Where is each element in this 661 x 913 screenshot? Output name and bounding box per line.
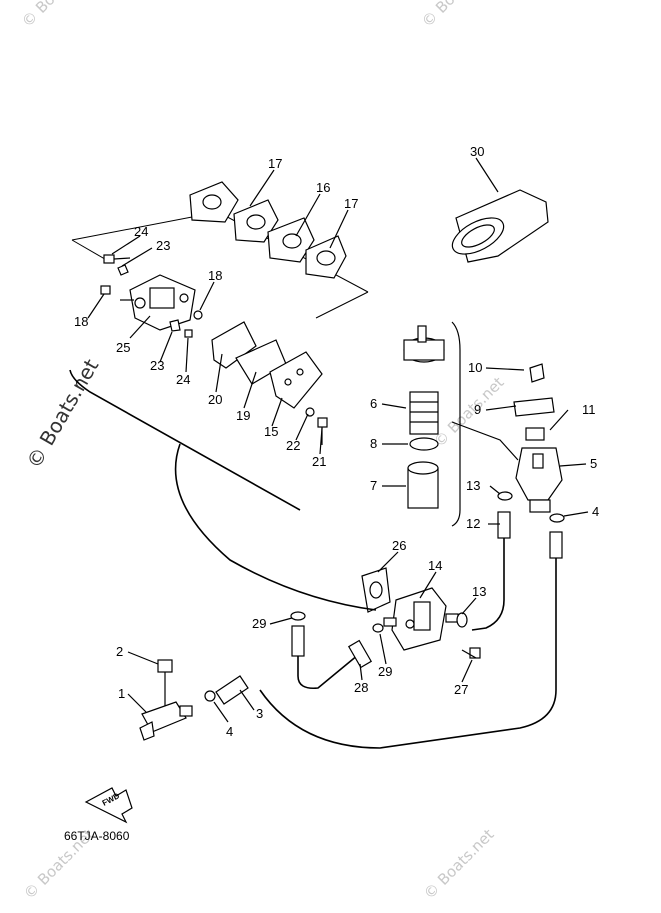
callout-14: 14 <box>428 558 442 573</box>
callout-3: 3 <box>256 706 263 721</box>
fasteners-21-22 <box>305 407 328 445</box>
callout-8: 8 <box>370 436 377 451</box>
callout-18-left: 18 <box>74 314 88 329</box>
leader-lines <box>87 157 589 723</box>
filter-bracket-line <box>451 321 461 527</box>
bolt-27 <box>461 647 481 659</box>
filter-5-group <box>451 363 563 513</box>
callout-7: 7 <box>370 478 377 493</box>
callout-29-left: 29 <box>252 616 266 631</box>
callout-4-right: 4 <box>592 504 599 519</box>
main-fuel-line-curve <box>174 443 377 611</box>
engine-outline-curve <box>69 369 301 511</box>
watermark-top-left: © Boats.net <box>18 0 96 31</box>
callout-21: 21 <box>312 454 326 469</box>
callout-23: 23 <box>150 358 164 373</box>
callout-22: 22 <box>286 438 300 453</box>
fuel-connector-1 <box>139 659 193 741</box>
callout-10: 10 <box>468 360 482 375</box>
fuel-filter-assembly <box>403 325 445 509</box>
callout-16: 16 <box>316 180 330 195</box>
watermark-side: © Boats.net <box>22 355 104 473</box>
callout-25: 25 <box>116 340 130 355</box>
fwd-arrow: FWD <box>84 787 133 824</box>
callout-24: 24 <box>176 372 190 387</box>
callout-17-top: 17 <box>268 156 282 171</box>
callout-5: 5 <box>590 456 597 471</box>
silencer-30 <box>451 189 549 263</box>
callout-27: 27 <box>454 682 468 697</box>
callout-19: 19 <box>236 408 250 423</box>
fuel-pump-14-group <box>361 567 468 651</box>
callout-1: 1 <box>118 686 125 701</box>
diaphragm-stack <box>211 321 323 409</box>
callout-12: 12 <box>466 516 480 531</box>
callout-15: 15 <box>264 424 278 439</box>
callout-6: 6 <box>370 396 377 411</box>
callout-24-top: 24 <box>134 224 148 239</box>
callout-18-right: 18 <box>208 268 222 283</box>
callout-4-left: 4 <box>226 724 233 739</box>
callout-28: 28 <box>354 680 368 695</box>
callout-26: 26 <box>392 538 406 553</box>
callout-11: 11 <box>582 402 596 417</box>
watermark-mid: © Boats.net <box>430 373 508 451</box>
hoses-left <box>204 611 384 705</box>
gasket-set <box>189 181 347 279</box>
watermark-bottom-right: © Boats.net <box>420 825 498 903</box>
callout-13-top: 13 <box>466 478 480 493</box>
callout-29: 29 <box>378 664 392 679</box>
callout-30: 30 <box>470 144 484 159</box>
diagram-code: 66TJA-8060 <box>64 829 130 843</box>
callout-2: 2 <box>116 644 123 659</box>
callout-9: 9 <box>474 402 481 417</box>
callout-17: 17 <box>344 196 358 211</box>
callout-23-top: 23 <box>156 238 170 253</box>
watermark-top-right: © Boats.net <box>418 0 496 31</box>
callout-13: 13 <box>472 584 486 599</box>
fuel-pump-body-part <box>120 274 196 331</box>
clamps-and-hoses-right <box>259 491 565 749</box>
callout-20: 20 <box>208 392 222 407</box>
